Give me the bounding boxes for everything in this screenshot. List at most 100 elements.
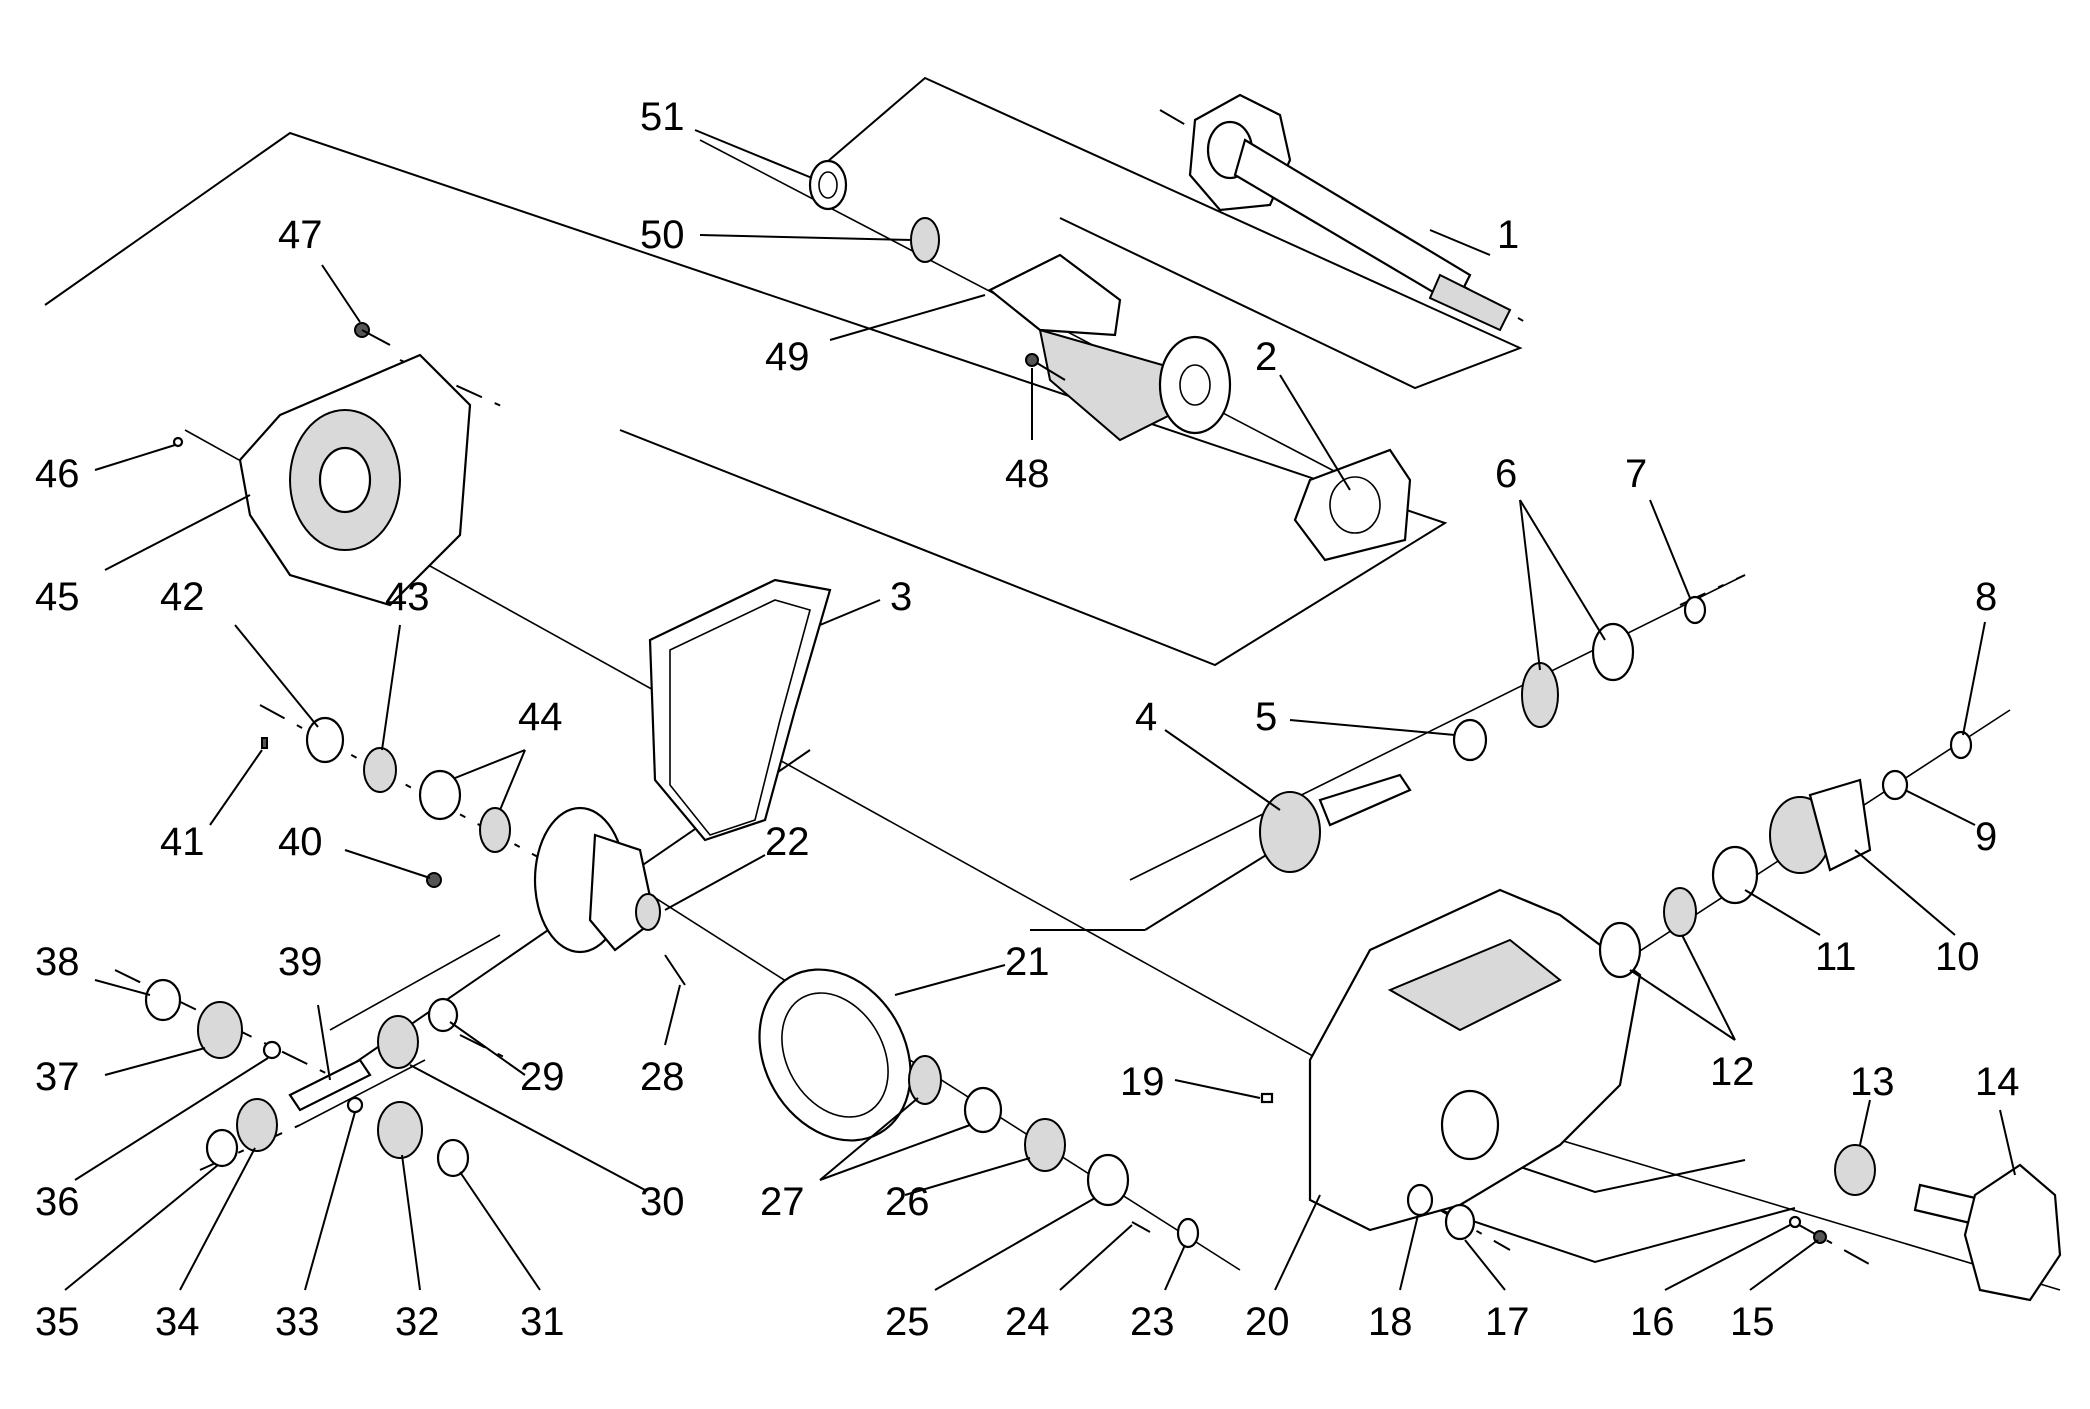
callout-35: 35 xyxy=(35,1300,80,1344)
washer-part-31 xyxy=(436,1138,470,1178)
cone-part-27 xyxy=(908,1055,942,1105)
callout-39: 39 xyxy=(278,940,323,984)
leader-44b xyxy=(499,749,526,811)
leader-51 xyxy=(694,129,813,179)
leader-13 xyxy=(1859,1099,1871,1146)
seal-part-13 xyxy=(1834,1144,1876,1196)
callout-10: 10 xyxy=(1935,935,1980,979)
leader-44a xyxy=(454,749,526,779)
washer-part-7 xyxy=(1683,595,1707,625)
seal-part-51 xyxy=(808,159,848,211)
leader-8 xyxy=(1962,621,1986,736)
shaft-group-outline xyxy=(819,76,1523,390)
callout-12: 12 xyxy=(1710,1050,1755,1094)
leader-2 xyxy=(1279,374,1351,491)
callout-16: 16 xyxy=(1630,1300,1675,1344)
leader-34 xyxy=(179,1147,256,1291)
bearing-part-12 xyxy=(1663,887,1697,937)
callout-6: 6 xyxy=(1495,452,1517,496)
leader-19 xyxy=(1174,1079,1261,1099)
ring-gear-part-21 xyxy=(758,968,912,1142)
callout-19: 19 xyxy=(1120,1060,1165,1104)
callout-37: 37 xyxy=(35,1055,80,1099)
leader-38 xyxy=(94,979,151,996)
housing-part-45 xyxy=(238,353,472,607)
nut-part-8 xyxy=(1949,730,1973,760)
leader-27b xyxy=(819,1124,971,1181)
callout-11: 11 xyxy=(1815,935,1857,979)
cone-part-44 xyxy=(479,807,511,853)
leader-15 xyxy=(1749,1239,1819,1291)
tube-flange-inner xyxy=(1179,364,1211,406)
leader-4 xyxy=(1164,729,1281,811)
cup-part-12 xyxy=(1598,921,1642,979)
bearing-part-43 xyxy=(363,747,397,793)
leader-22 xyxy=(664,854,766,911)
leader-1 xyxy=(1429,229,1491,256)
callout-32: 32 xyxy=(395,1300,440,1344)
leader-7 xyxy=(1649,499,1691,599)
carrier-ribs xyxy=(1387,938,1562,1032)
leader-20 xyxy=(1274,1194,1321,1291)
cup-part-44 xyxy=(418,769,462,821)
callout-33: 33 xyxy=(275,1300,320,1344)
callout-49: 49 xyxy=(765,335,810,379)
leader-40 xyxy=(344,849,431,879)
leader-50 xyxy=(699,234,913,241)
callout-2: 2 xyxy=(1255,335,1277,379)
axis-pinion xyxy=(1129,574,1746,881)
leader-37 xyxy=(104,1047,206,1076)
diff-case-body xyxy=(588,833,657,952)
shaft-body xyxy=(1233,138,1472,307)
callout-14: 14 xyxy=(1975,1060,2020,1104)
callout-45: 45 xyxy=(35,575,80,619)
leader-5 xyxy=(1289,719,1456,736)
leader-lines xyxy=(64,129,2016,1291)
leader-26 xyxy=(904,1157,1031,1196)
leader-30 xyxy=(409,1064,646,1191)
leader-32 xyxy=(401,1154,421,1291)
leader-23 xyxy=(1164,1244,1186,1291)
callout-13: 13 xyxy=(1850,1060,1895,1104)
callout-23: 23 xyxy=(1130,1300,1175,1344)
axle-shaft-part-1 xyxy=(1188,93,1512,332)
callout-41: 41 xyxy=(160,820,205,864)
leader-6b xyxy=(1519,499,1606,641)
washer-part-35 xyxy=(205,1128,239,1168)
callout-27: 27 xyxy=(760,1180,805,1224)
leader-25 xyxy=(934,1197,1096,1291)
pinion-shaft-part-4 xyxy=(1318,773,1412,827)
gasket-part-2-hole xyxy=(1329,476,1381,534)
callout-4: 4 xyxy=(1135,695,1157,739)
callout-26: 26 xyxy=(885,1180,930,1224)
housing-group-outline xyxy=(44,131,1448,667)
leader-12b xyxy=(1629,969,1736,1041)
seal-part-18 xyxy=(1406,1183,1434,1217)
leader-11 xyxy=(1744,889,1821,936)
output-shaft-part-14 xyxy=(1913,1163,2062,1302)
leader-43 xyxy=(381,624,401,751)
callout-43: 43 xyxy=(385,575,430,619)
seal-part-51-inner xyxy=(818,171,838,199)
pin-part-28 xyxy=(664,954,686,986)
callout-34: 34 xyxy=(155,1300,200,1344)
callout-36: 36 xyxy=(35,1180,80,1224)
callout-46: 46 xyxy=(35,452,80,496)
leader-31 xyxy=(459,1171,541,1291)
tube-housing-part-49 xyxy=(987,253,1232,442)
leader-21 xyxy=(894,964,1006,996)
washer-part-9 xyxy=(1881,769,1909,801)
output-shaft-flange xyxy=(1963,1163,2062,1302)
callout-22: 22 xyxy=(765,820,810,864)
leader-47 xyxy=(321,264,361,323)
leader-16 xyxy=(1664,1224,1791,1291)
callout-17: 17 xyxy=(1485,1300,1530,1344)
leader-45 xyxy=(104,494,251,571)
carrier-body xyxy=(1308,888,1642,1232)
leader-3 xyxy=(819,599,881,626)
leader-33 xyxy=(304,1111,356,1291)
yoke-ears xyxy=(1808,778,1872,872)
callout-8: 8 xyxy=(1975,575,1997,619)
